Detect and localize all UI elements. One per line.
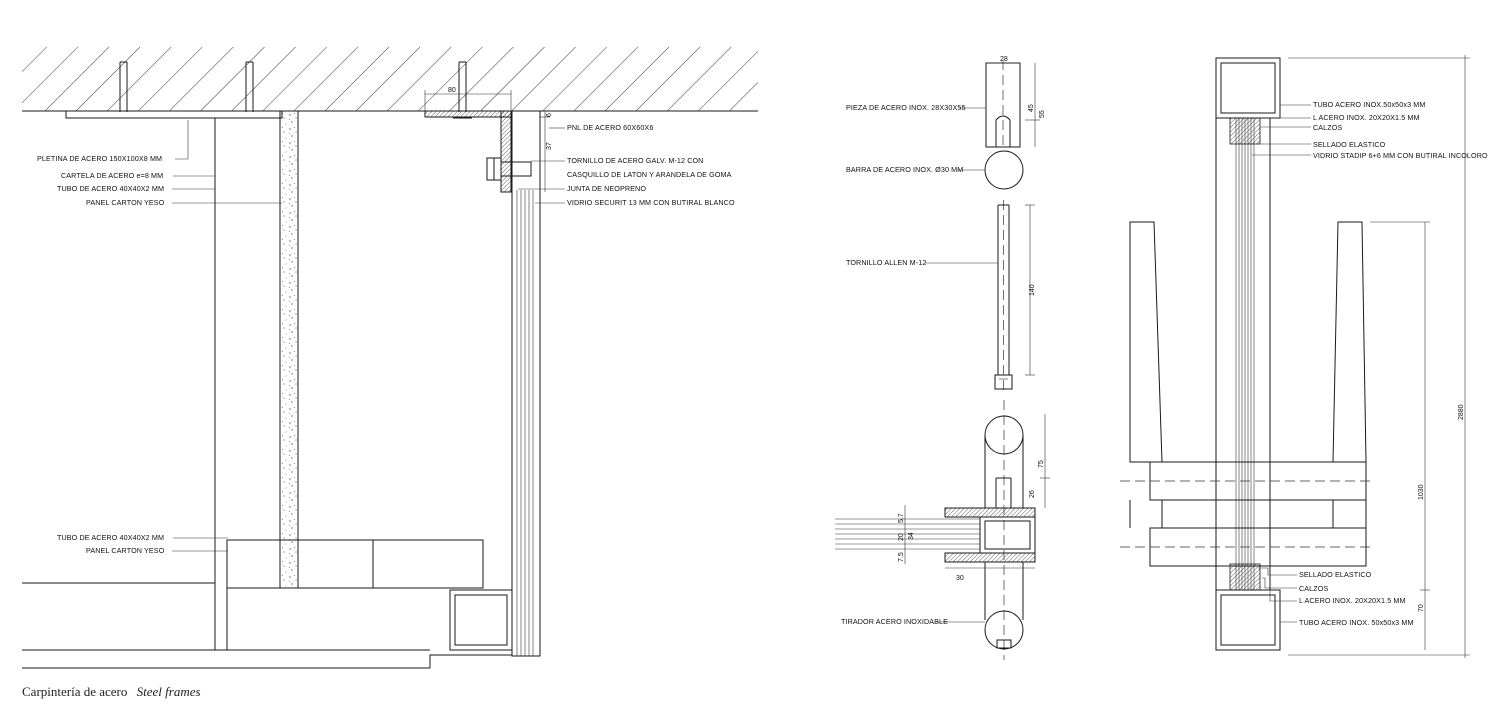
frame-top-flange [944,507,1036,518]
label-handle: TIRADOR ACERO INOXIDABLE [841,617,948,626]
middle-dimensions: 28 45 55 140 75 26 30 5.7 20 34 7.5 [898,56,1050,582]
label-shims-top: CALZOS [1313,123,1342,132]
frame-bottom-flange [944,552,1036,563]
left-section-right-labels: PNL DE ACERO 60X60X6 TORNILLO DE ACERO G… [518,123,735,207]
svg-text:37: 37 [546,142,553,150]
svg-text:1030: 1030 [1418,484,1425,500]
door-handles [1120,221,1370,567]
label-steel-angle: PNL DE ACERO 60X60X6 [567,123,653,132]
label-angle-inox-bottom: L ACERO INOX. 20X20X1.5 MM [1299,596,1406,605]
glass-pane [511,110,541,657]
steel-plate [65,111,283,119]
label-steel-bar: BARRA DE ACERO INOX. Ø30 MM [846,165,963,174]
figure-caption: Carpintería de acero Steel frames [22,684,201,700]
svg-text:70: 70 [1418,604,1425,612]
svg-text:26: 26 [1029,490,1036,498]
label-glass-stadip: VIDRIO STADIP 6+6 MM CON BUTIRAL INCOLOR… [1313,151,1488,160]
label-bolt-detail: CASQUILLO DE LATON Y ARANDELA DE GOMA [567,170,732,179]
svg-text:28: 28 [1000,56,1008,63]
middle-labels: PIEZA DE ACERO INOX. 28X30X55 BARRA DE A… [841,103,998,626]
tube-bottom [1215,589,1281,651]
svg-text:34: 34 [908,532,915,540]
label-steel-tube: TUBO DE ACERO 40X40X2 MM [57,184,164,193]
right-dimensions: 2880 1030 70 [1288,55,1470,658]
svg-text:5.7: 5.7 [898,513,905,523]
svg-text:45: 45 [1028,104,1035,112]
left-vertical-profiles [214,118,228,650]
caption-spanish: Carpintería de acero [22,684,128,699]
svg-text:2880: 2880 [1458,404,1465,420]
svg-text:7.5: 7.5 [898,552,905,562]
glass-layers-horizontal [835,518,980,550]
label-steel-gusset: CARTELA DE ACERO e=8 MM [61,171,163,180]
label-allen-bolt: TORNILLO ALLEN M-12 [846,258,926,267]
steel-angle-vertical [500,110,512,193]
svg-text:75: 75 [1038,460,1045,468]
svg-text:80: 80 [448,87,456,94]
label-bolt: TORNILLO DE ACERO GALV. M-12 CON [567,156,703,165]
left-section: 80 6 37 PLETINA DE ACERO 150X100X8 MM CA… [22,47,758,669]
glass-stadip [1235,118,1255,590]
steel-bar-circle [984,150,1024,190]
label-angle-inox-top: L ACERO INOX. 20X20X1.5 MM [1313,113,1420,122]
label-shims-bottom: CALZOS [1299,584,1328,593]
right-labels-bottom: SELLADO ELASTICO CALZOS L ACERO INOX. 20… [1258,567,1414,627]
label-tube-inox-top: TUBO ACERO INOX.50x50x3 MM [1313,100,1425,109]
label-gypsum-panel-lower: PANEL CARTON YESO [86,546,165,555]
label-sealant-top: SELLADO ELASTICO [1313,140,1386,149]
gypsum-panel [279,110,299,589]
steel-angle-horizontal [424,110,512,118]
caption-english: Steel frames [136,684,201,699]
allen-bolt [994,200,1013,392]
label-sealant-bottom: SELLADO ELASTICO [1299,570,1372,579]
middle-detail: 28 45 55 140 75 26 30 5.7 20 34 7.5 PIEZ… [835,56,1050,660]
ceiling-slab [22,47,758,111]
svg-text:55: 55 [1039,110,1046,118]
dim-80: 80 [424,87,512,111]
label-steel-piece: PIEZA DE ACERO INOX. 28X30X55 [846,103,966,112]
svg-text:6: 6 [546,113,553,117]
svg-text:140: 140 [1029,284,1036,296]
label-glass-securit: VIDRIO SECURIT 13 MM CON BUTIRAL BLANCO [567,198,735,207]
tube-top [1215,57,1281,119]
right-labels-top: TUBO ACERO INOX.50x50x3 MM L ACERO INOX.… [1252,100,1488,160]
left-labels: PLETINA DE ACERO 150X100X8 MM CARTELA DE… [37,120,282,555]
label-gypsum-panel: PANEL CARTON YESO [86,198,165,207]
svg-text:20: 20 [898,533,905,541]
label-tube-inox-bottom: TUBO ACERO INOX. 50x50x3 MM [1299,618,1414,627]
bottom-square-tube [449,589,513,651]
bolt [486,157,532,181]
svg-text:30: 30 [956,575,964,582]
handle-bottom [984,610,1024,650]
label-neoprene: JUNTA DE NEOPRENO [567,184,646,193]
label-steel-tube-lower: TUBO DE ACERO 40X40X2 MM [57,533,164,542]
dim-6-37: 6 37 [540,111,553,192]
right-section: 2880 1030 70 TUBO ACERO INOX.50x50x3 MM … [1120,55,1488,658]
lower-tube-frame [22,539,512,669]
label-steel-plate: PLETINA DE ACERO 150X100X8 MM [37,154,162,163]
